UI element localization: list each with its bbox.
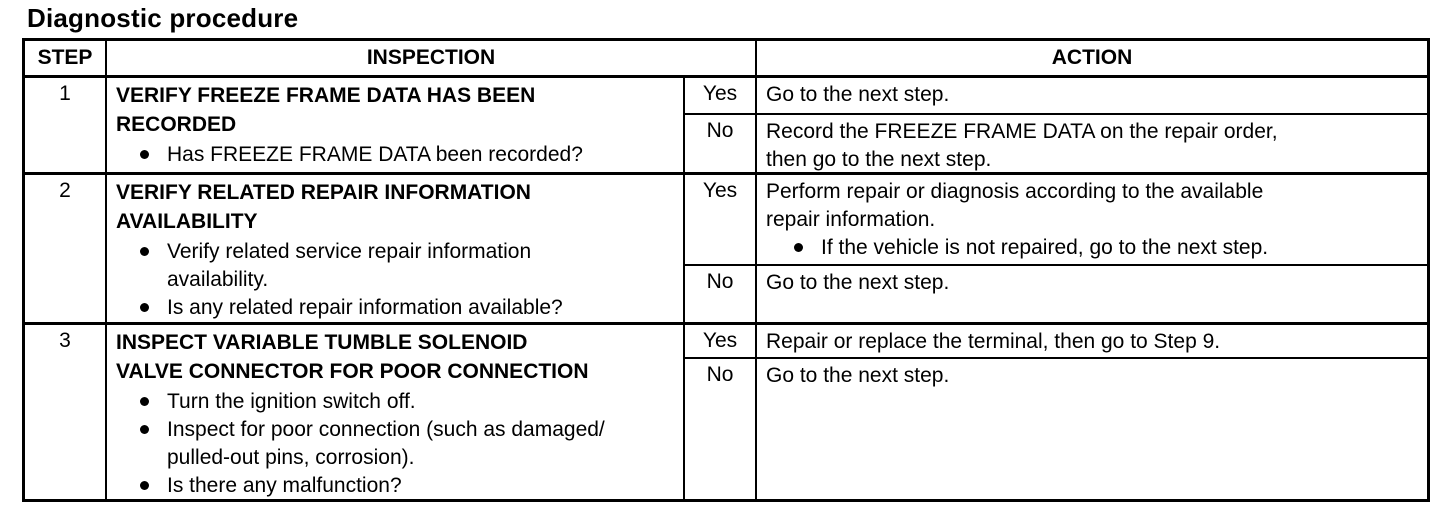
action-cell-no: Go to the next step. — [757, 264, 1427, 322]
answer-no: No — [685, 264, 757, 322]
bullet-text: Is any related repair information availa… — [167, 296, 563, 319]
action-text: Go to the next step. — [766, 271, 950, 294]
table-row: 2 VERIFY RELATED REPAIR INFORMATION AVAI… — [25, 175, 1427, 325]
inspection-cell: VERIFY FREEZE FRAME DATA HAS BEEN RECORD… — [107, 78, 685, 172]
inspection-bullet-list: Turn the ignition switch off. Inspect fo… — [116, 388, 677, 499]
action-text: Record the FREEZE FRAME DATA on the repa… — [766, 120, 1278, 171]
bullet-dot — [140, 481, 149, 490]
inspection-heading: VERIFY RELATED REPAIR INFORMATION AVAILA… — [116, 181, 531, 233]
bullet-dot — [140, 397, 149, 406]
answer-yes: Yes — [685, 175, 757, 264]
inspection-heading: INSPECT VARIABLE TUMBLE SOLENOID VALVE C… — [116, 331, 589, 383]
bullet-dot — [794, 243, 803, 252]
step-number: 3 — [25, 325, 107, 499]
bullet-item: Inspect for poor connection (such as dam… — [116, 416, 677, 472]
action-cell-yes: Perform repair or diagnosis according to… — [757, 175, 1427, 264]
bullet-text: Is there any malfunction? — [167, 474, 402, 497]
inspection-bullet-list: Verify related service repair informatio… — [116, 238, 677, 322]
action-text: Go to the next step. — [766, 364, 950, 387]
answer-yes: Yes — [685, 325, 757, 357]
action-cell-yes: Go to the next step. — [757, 78, 1427, 113]
inspection-bullet-list: Has FREEZE FRAME DATA been recorded? — [116, 141, 677, 169]
answer-yes: Yes — [685, 78, 757, 113]
table-header-row: STEP INSPECTION ACTION — [25, 41, 1427, 78]
action-cell-no: Go to the next step. — [757, 357, 1427, 499]
answer-no: No — [685, 357, 757, 499]
bullet-text: Inspect for poor connection (such as dam… — [167, 418, 605, 469]
action-bullet-item: If the vehicle is not repaired, go to th… — [766, 234, 1419, 262]
bullet-dot — [140, 150, 149, 159]
bullet-text: Has FREEZE FRAME DATA been recorded? — [167, 143, 583, 166]
action-cell-yes: Repair or replace the terminal, then go … — [757, 325, 1427, 357]
action-text: Repair or replace the terminal, then go … — [766, 330, 1221, 353]
step-number: 2 — [25, 175, 107, 322]
inspection-cell: VERIFY RELATED REPAIR INFORMATION AVAILA… — [107, 175, 685, 322]
bullet-item: Is there any malfunction? — [116, 472, 677, 499]
action-cell-no: Record the FREEZE FRAME DATA on the repa… — [757, 113, 1427, 172]
inspection-column-header: INSPECTION — [107, 41, 757, 75]
inspection-cell: INSPECT VARIABLE TUMBLE SOLENOID VALVE C… — [107, 325, 685, 499]
bullet-dot — [140, 303, 149, 312]
bullet-text: Verify related service repair informatio… — [167, 240, 532, 291]
bullet-item: Is any related repair information availa… — [116, 294, 677, 322]
inspection-heading: VERIFY FREEZE FRAME DATA HAS BEEN RECORD… — [116, 84, 536, 136]
action-text: Go to the next step. — [766, 83, 950, 106]
step-column-header: STEP — [25, 41, 107, 75]
page-title: Diagnostic procedure — [27, 3, 299, 33]
action-text: Perform repair or diagnosis according to… — [766, 180, 1264, 231]
bullet-item: Has FREEZE FRAME DATA been recorded? — [116, 141, 677, 169]
step-number: 1 — [25, 78, 107, 172]
table-row: 1 VERIFY FREEZE FRAME DATA HAS BEEN RECO… — [25, 78, 1427, 175]
table-row: 3 INSPECT VARIABLE TUMBLE SOLENOID VALVE… — [25, 325, 1427, 499]
bullet-dot — [140, 247, 149, 256]
answer-no: No — [685, 113, 757, 172]
bullet-text: Turn the ignition switch off. — [167, 390, 416, 413]
bullet-text: If the vehicle is not repaired, go to th… — [821, 236, 1269, 259]
diagnostic-procedure-table: STEP INSPECTION ACTION 1 VERIFY FREEZE F… — [22, 38, 1430, 502]
bullet-dot — [140, 425, 149, 434]
action-column-header: ACTION — [1051, 46, 1133, 69]
bullet-item: Turn the ignition switch off. — [116, 388, 677, 416]
bullet-item: Verify related service repair informatio… — [116, 238, 677, 294]
